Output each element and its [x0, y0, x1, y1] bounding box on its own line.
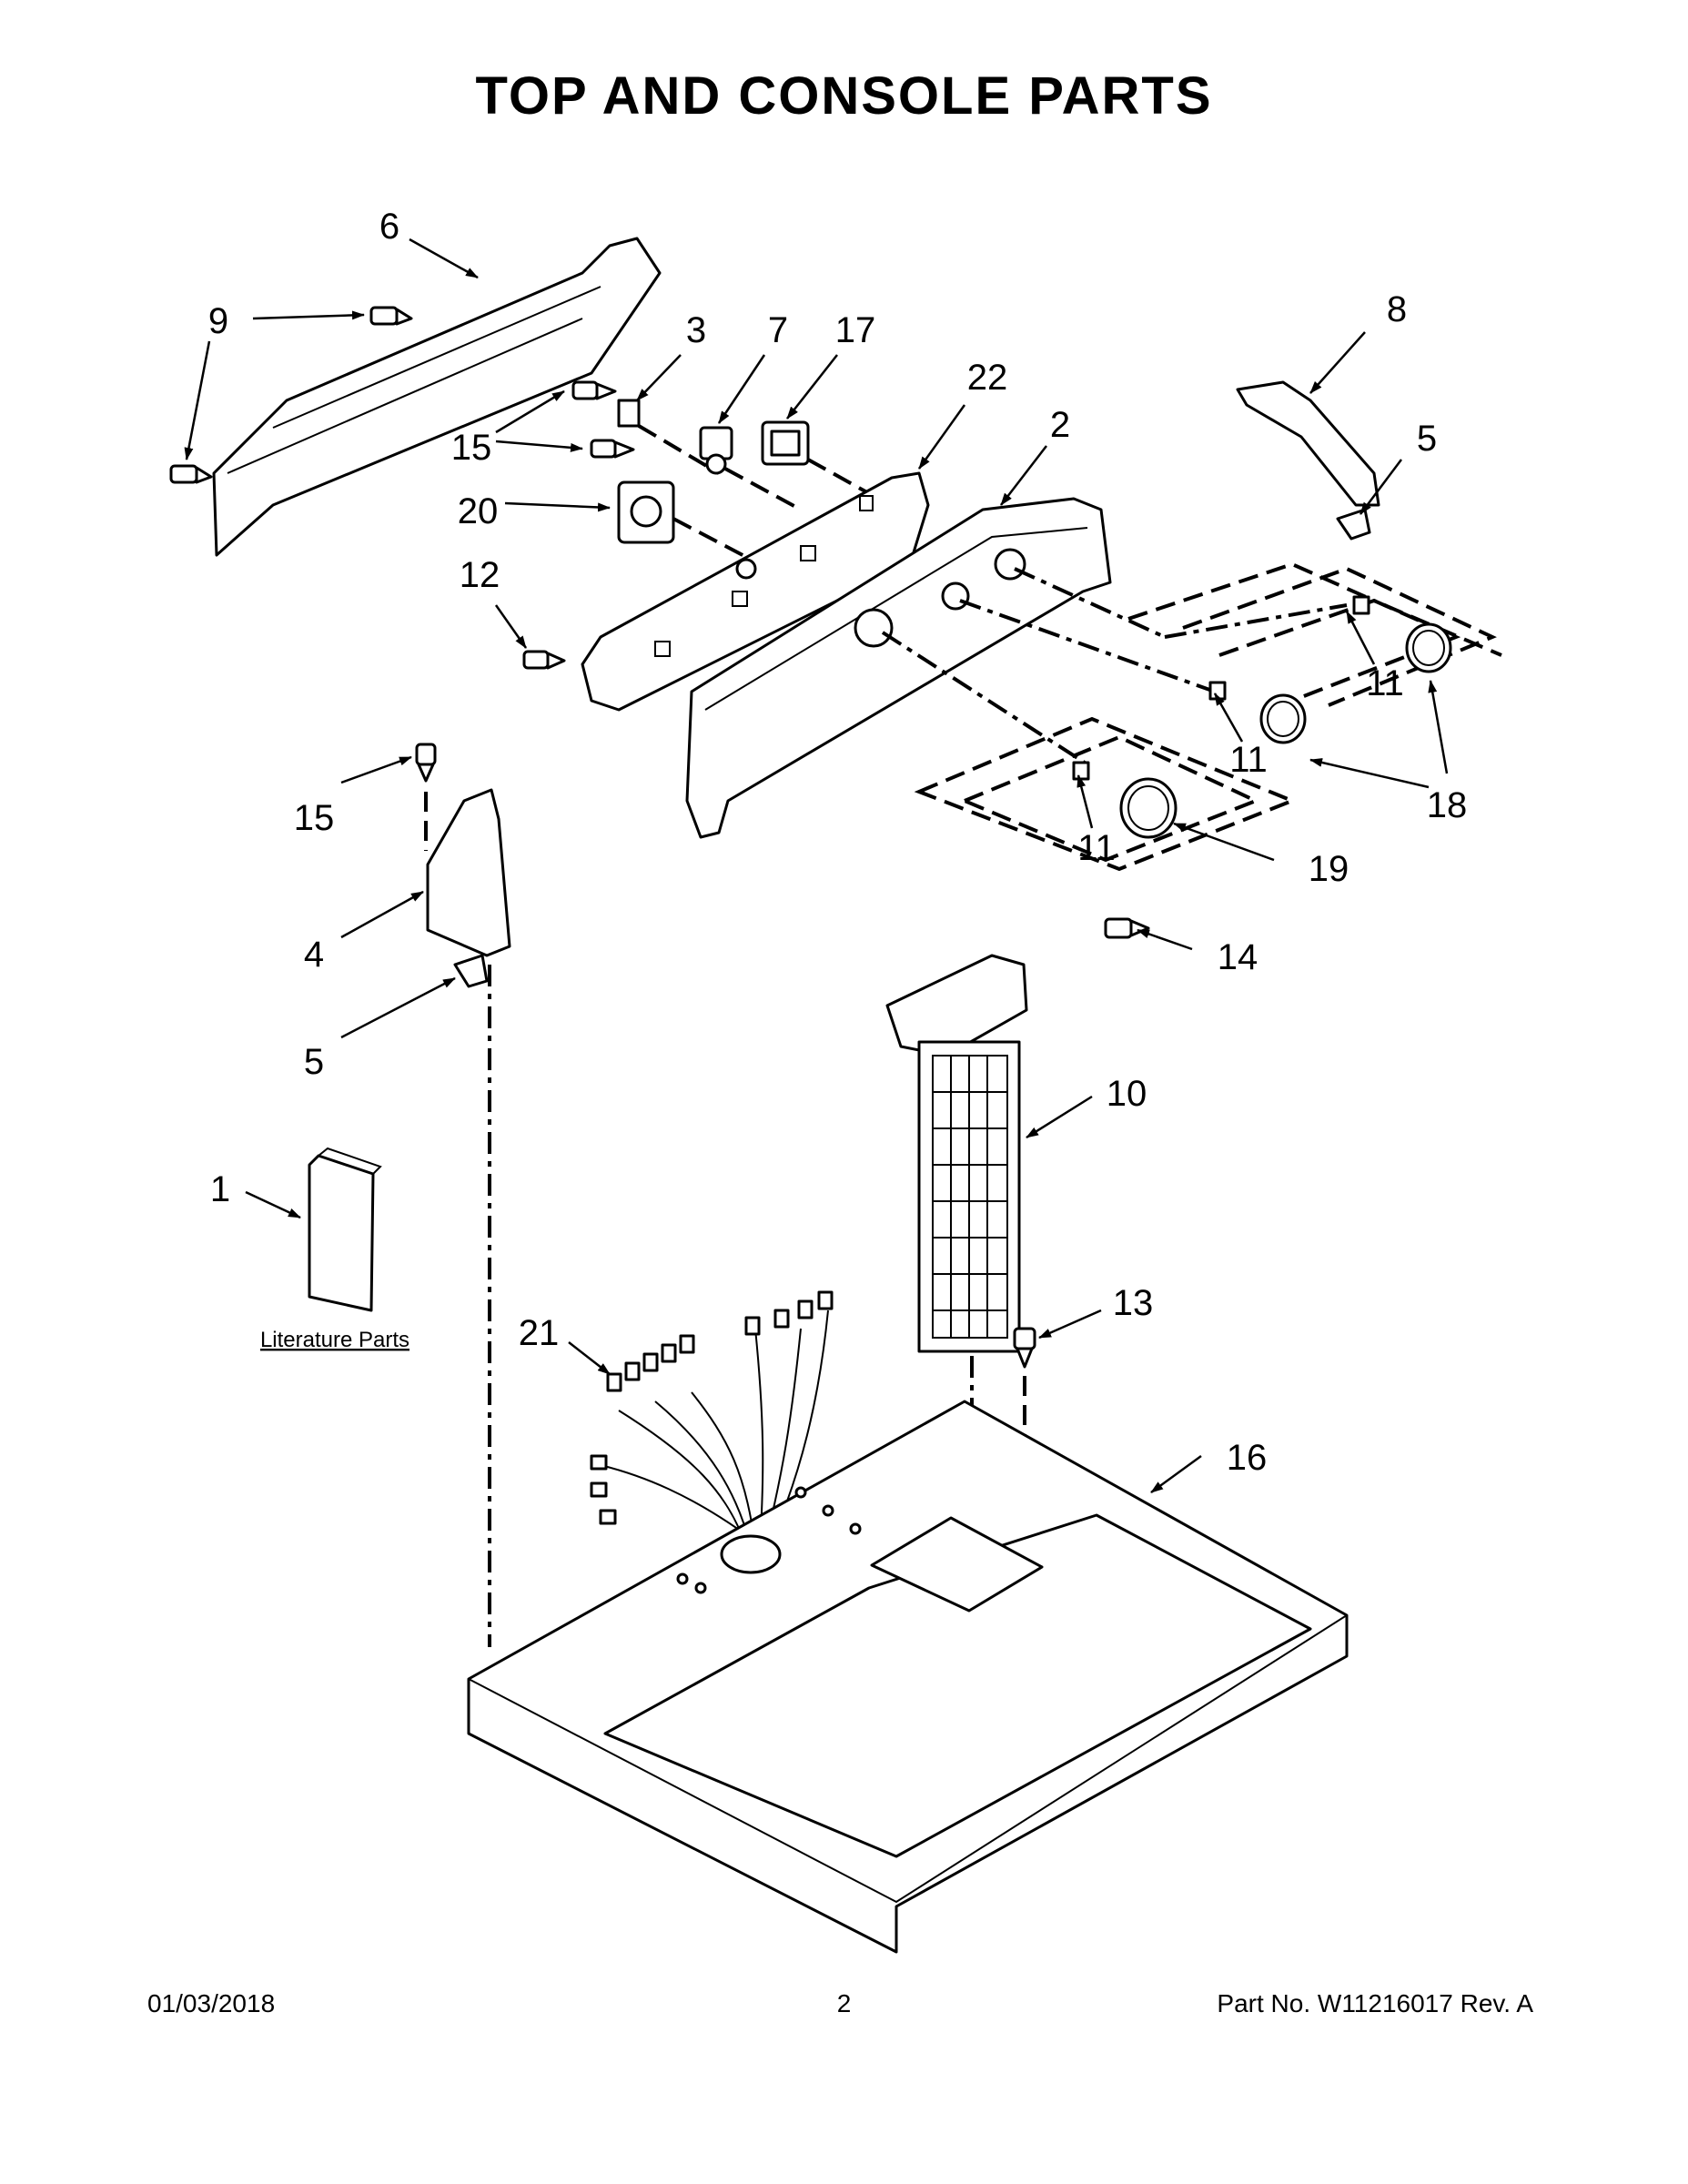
part-3-switch [617, 399, 721, 475]
part-9-screw-upper [369, 306, 413, 326]
callout-15-console: 15 [451, 428, 492, 468]
part-1-literature [308, 1147, 382, 1312]
callout-21: 21 [519, 1313, 560, 1353]
callout-8: 8 [1387, 289, 1407, 329]
callout-5-lower: 5 [304, 1042, 324, 1082]
part-5-clip-lower [453, 954, 489, 988]
callout-3: 3 [686, 310, 706, 350]
callout-2: 2 [1050, 405, 1070, 445]
callout-18: 18 [1427, 785, 1468, 825]
knob-assembly-18 [1127, 561, 1502, 707]
literature-parts-label: Literature Parts [260, 1328, 409, 1352]
callout-10: 10 [1107, 1074, 1147, 1114]
leader-lines [184, 238, 1449, 1494]
footer-date: 01/03/2018 [147, 1989, 276, 2017]
part-15-screw-lower [590, 439, 635, 459]
part-18-knob-right [1405, 622, 1452, 673]
part-20-timer [617, 480, 747, 559]
part-10-lint-screen [885, 954, 1028, 1353]
part-8-end-cap [1236, 380, 1380, 507]
part-16-top-panel [467, 1400, 1349, 1954]
part-15-screw-upper [571, 380, 617, 400]
part-9-screw-lower [169, 464, 213, 484]
callout-13: 13 [1113, 1283, 1154, 1323]
knob-assembly-19 [914, 716, 1298, 872]
part-15-screw-left [415, 743, 437, 783]
callout-14: 14 [1218, 937, 1258, 977]
callout-6: 6 [379, 207, 399, 247]
callout-22: 22 [967, 358, 1008, 398]
callout-17: 17 [835, 310, 876, 350]
part-12-screw [522, 650, 566, 670]
part-17-switch [761, 420, 874, 498]
callout-11-middle: 11 [1229, 740, 1268, 780]
callout-16: 16 [1227, 1438, 1268, 1478]
callout-19: 19 [1309, 849, 1349, 889]
part-21-wire-harness [590, 1290, 834, 1548]
footer-page-number: 2 [836, 1989, 852, 2017]
callout-11-right: 11 [1366, 663, 1404, 703]
part-5-clip-upper [1336, 508, 1371, 541]
part-11-clip-left [1072, 761, 1090, 781]
callout-20: 20 [458, 491, 499, 531]
part-14-screw [1104, 917, 1150, 939]
callout-7: 7 [768, 310, 788, 350]
callout-4: 4 [304, 935, 324, 975]
part-18-knob-middle [1259, 693, 1307, 744]
callout-1: 1 [210, 1169, 230, 1209]
callout-15-left: 15 [294, 798, 335, 838]
callout-5-upper: 5 [1417, 419, 1437, 459]
callout-11-left: 11 [1077, 828, 1116, 868]
callout-numbers: 6 9 3 7 17 22 2 8 5 15 20 12 11 11 11 18… [208, 207, 1467, 1478]
callout-12: 12 [460, 555, 500, 595]
part-19-knob-large [1119, 777, 1178, 839]
page-title: TOP AND CONSOLE PARTS [475, 66, 1213, 126]
part-7-rotary-switch [699, 426, 802, 511]
part-4-end-cap [426, 788, 511, 957]
part-6-rear-panel [212, 237, 662, 557]
part-11-clip-right [1352, 595, 1370, 615]
footer-part-number: Part No. W11216017 Rev. A [1217, 1989, 1533, 2017]
callout-9: 9 [208, 301, 228, 341]
part-13-screw [1013, 1327, 1036, 1369]
